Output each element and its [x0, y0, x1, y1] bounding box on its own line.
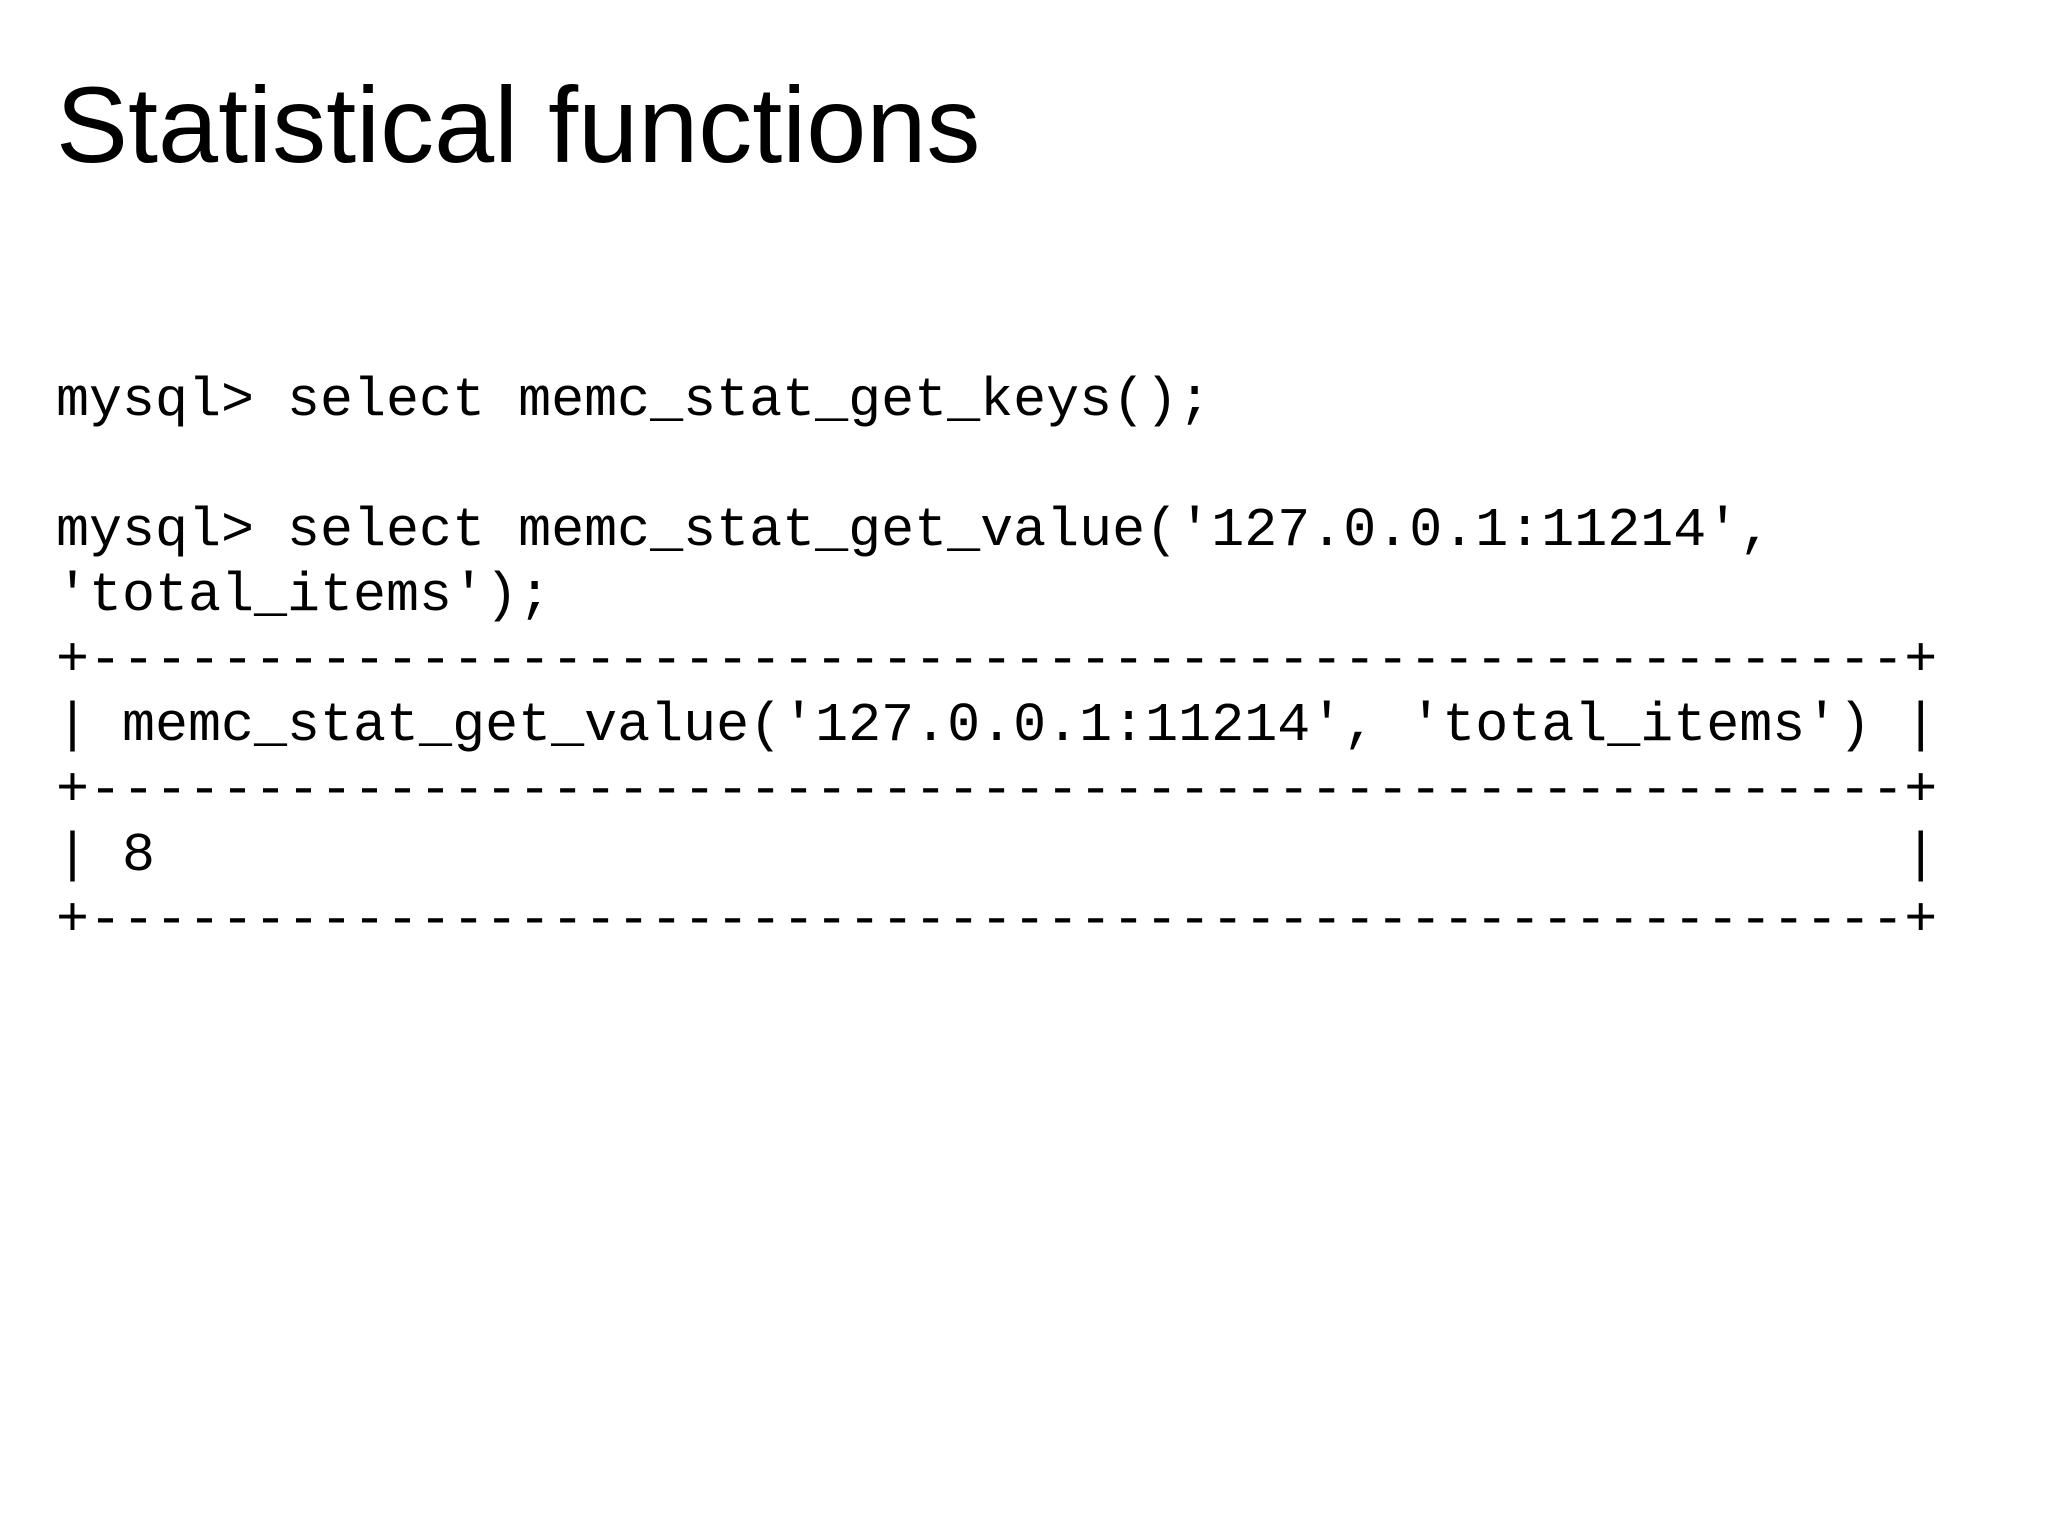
page-title: Statistical functions [56, 64, 981, 185]
result-table-header-row: | memc_stat_get_value('127.0.0.1:11214',… [56, 694, 1938, 757]
blank-line [56, 433, 1937, 498]
result-table-value-row: | 8 | [56, 824, 1938, 887]
mysql-command-1: mysql> select memc_stat_get_keys(); [56, 369, 1212, 432]
mysql-command-2-line-2: 'total_items'); [56, 564, 552, 627]
result-table-border-bottom: +---------------------------------------… [56, 889, 1938, 952]
mysql-command-2-line-1: mysql> select memc_stat_get_value('127.0… [56, 499, 1773, 562]
result-table-border-middle: +---------------------------------------… [56, 759, 1938, 822]
result-table-border-top: +---------------------------------------… [56, 629, 1938, 692]
terminal-output: mysql> select memc_stat_get_keys(); mysq… [56, 368, 1937, 953]
